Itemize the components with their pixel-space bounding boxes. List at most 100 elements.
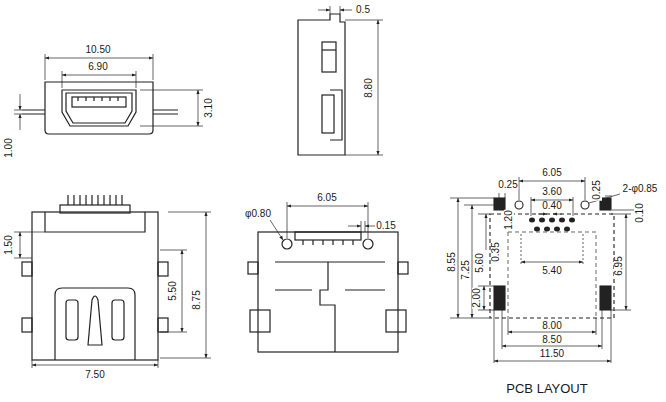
pcb-layout — [490, 198, 614, 318]
pcb-dimensions-part — [519, 177, 585, 200]
dimension-label: 0.25 — [592, 179, 602, 200]
pcb-dimensions-part — [538, 214, 547, 215]
dimension-label: 5.60 — [475, 252, 485, 273]
pcb-dimensions-part — [553, 214, 562, 215]
pcb-layout-part — [600, 286, 611, 310]
dimension-label: φ0.80 — [244, 209, 272, 219]
bottom-view-dimensions-part — [361, 221, 365, 232]
front-view-part — [78, 97, 118, 101]
dimension-label: 8.80 — [364, 77, 374, 98]
dimension-label: 1.50 — [4, 234, 14, 255]
front-view-dimensions — [14, 54, 203, 130]
pcb-dimensions-part — [521, 234, 583, 266]
bottom-view-part — [295, 232, 361, 240]
bottom-view-dimensions-part — [365, 226, 375, 227]
bottom-view-part — [258, 232, 398, 352]
pcb-dimensions-part — [531, 197, 573, 216]
top-view-dimensions — [14, 212, 211, 368]
top-view-part — [45, 212, 145, 232]
pcb-dimensions-part — [484, 286, 485, 310]
pcb-layout-part-part — [534, 227, 540, 232]
pcb-layout-part-part — [529, 218, 535, 223]
front-view-dimensions-part — [14, 110, 22, 114]
top-view-dimensions-part — [182, 250, 183, 332]
top-view-dimensions-part — [206, 212, 207, 358]
dimension-label: 6.05 — [541, 168, 562, 178]
front-view-part — [22, 110, 178, 114]
pcb-dimensions-part — [519, 181, 585, 182]
dimension-label: 3.60 — [541, 187, 562, 197]
pcb-layout-part — [508, 232, 596, 318]
dimension-label: 7.50 — [84, 370, 105, 380]
side-view-part — [322, 95, 334, 133]
top-view-part — [66, 300, 78, 340]
dimension-label: 1.20 — [504, 209, 514, 230]
dimension-label: 0.25 — [497, 180, 518, 190]
bottom-view-part — [320, 262, 335, 352]
pcb-layout-part-part — [554, 227, 560, 232]
top-view-dimensions-part — [32, 360, 158, 368]
dimension-label: 0.35 — [491, 241, 501, 262]
dimension-label: 0.15 — [375, 221, 396, 231]
bottom-view-part — [386, 310, 406, 332]
pcb-layout-part-part — [569, 218, 575, 223]
top-view-part — [32, 212, 158, 360]
side-view-dimensions-part — [330, 6, 340, 14]
bottom-view-part — [275, 262, 385, 290]
bottom-view-dimensions-part — [287, 202, 368, 238]
pcb-dimensions-part — [521, 262, 583, 263]
top-view-part — [22, 262, 32, 276]
pcb-dimensions-part — [458, 198, 459, 318]
pcb-layout-part — [494, 286, 505, 310]
side-view-part — [322, 49, 336, 50]
top-view-dimensions-part — [20, 232, 21, 258]
side-view-dimensions-part — [318, 10, 330, 11]
top-view-part — [112, 300, 124, 340]
pcb-layout-part-part — [539, 218, 545, 223]
dimension-label: 8.00 — [541, 321, 562, 331]
bottom-view-part — [398, 262, 408, 274]
dimension-label: 10.50 — [84, 45, 111, 55]
pcb-dimensions-part — [508, 332, 596, 333]
bottom-view-dimensions-part — [270, 220, 283, 240]
dimension-label: 8.75 — [192, 289, 202, 310]
pcb-layout-part-part — [559, 218, 565, 223]
side-view-dimensions-part — [340, 10, 352, 11]
front-view-dimensions-part — [45, 58, 153, 59]
top-view-dimensions-part — [160, 212, 211, 358]
front-view-part — [62, 90, 136, 126]
pcb-dimensions-part — [486, 214, 487, 250]
dimension-label: 8.50 — [541, 335, 562, 345]
side-view-part — [330, 90, 342, 140]
dimension-label: 0.40 — [541, 201, 562, 211]
dimension-label: 2-φ0.85 — [622, 184, 659, 194]
bottom-view-dimensions-part — [348, 226, 361, 227]
top-view-part — [60, 205, 130, 213]
front-view-dimensions-part — [20, 114, 21, 130]
bottom-view-dimensions — [270, 202, 375, 240]
dimension-label: 0.5 — [355, 5, 371, 15]
view-caption: PCB LAYOUT — [505, 382, 588, 395]
dimension-label: 11.50 — [539, 349, 565, 359]
top-view-dimensions-part — [14, 232, 45, 258]
dimension-label: 5.50 — [168, 280, 178, 301]
front-view-dimensions-part — [198, 90, 199, 126]
dimension-label: 6.90 — [87, 62, 108, 72]
pcb-layout-part — [529, 218, 575, 232]
pcb-layout-part — [494, 198, 505, 210]
top-view-part — [158, 262, 168, 276]
top-view-part — [158, 318, 168, 332]
top-view-dimensions-part — [160, 250, 187, 332]
bottom-view-part — [250, 310, 270, 332]
dimension-label: 1.00 — [4, 137, 14, 158]
pcb-dimensions-part — [494, 310, 611, 363]
side-view-part — [298, 14, 345, 155]
dimension-label: 3.10 — [204, 97, 214, 118]
front-view-part — [45, 82, 153, 134]
pcb-dimensions-part — [611, 210, 634, 310]
dimension-label: 0.10 — [635, 202, 645, 223]
dimension-label: 6.05 — [316, 193, 337, 203]
bottom-view-part — [363, 239, 373, 249]
front-view-dimensions-part — [140, 90, 203, 126]
